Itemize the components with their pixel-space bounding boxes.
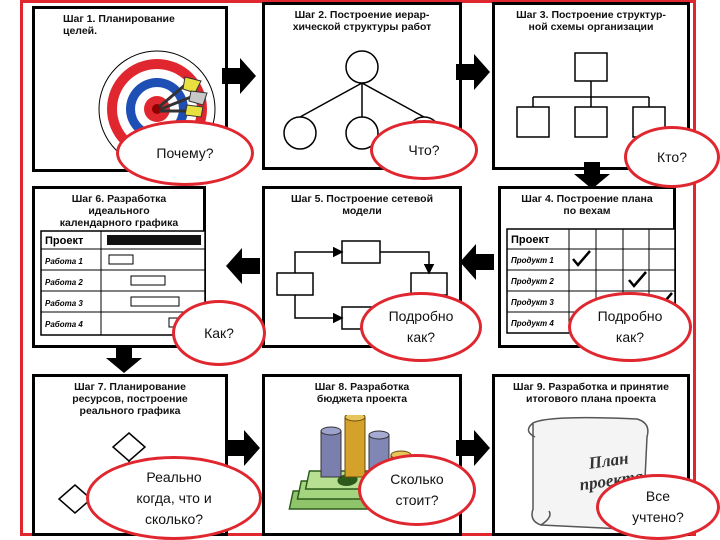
question-what: Что? (370, 120, 478, 180)
question-how: Как? (172, 300, 266, 366)
milestone-row-1: Продукт 1 (511, 256, 554, 265)
milestone-row-3: Продукт 3 (511, 298, 554, 307)
milestone-row-2: Продукт 2 (511, 277, 554, 286)
step-1-title: Шаг 1. Планирование целей. (63, 13, 175, 37)
arrow-right-icon (226, 430, 260, 466)
step-5-title: Шаг 5. Построение сетевой модели (290, 193, 434, 217)
question-cost: Сколько стоит? (358, 454, 476, 526)
step-6-title: Шаг 6. Разработка идеального календарног… (59, 193, 179, 229)
step-4-title: Шаг 4. Построение плана по вехам (521, 193, 653, 217)
question-how-detailed-1: Подробно как? (360, 292, 482, 362)
arrow-left-icon (226, 248, 260, 284)
arrow-right-icon (222, 58, 256, 94)
question-why: Почему? (116, 120, 254, 186)
step-9-title: Шаг 9. Разработка и принятие итогового п… (513, 381, 669, 405)
resource-network-diagram (57, 432, 147, 514)
gantt-bar-1 (108, 254, 134, 265)
milestone-row-4: Продукт 4 (511, 319, 554, 328)
darts-icon (158, 76, 208, 118)
gantt-bar-2 (130, 275, 166, 286)
gantt-bar-3 (130, 296, 180, 307)
step-3-panel: Шаг 3. Построение структур- ной схемы ор… (492, 2, 690, 170)
arrow-right-icon (456, 430, 490, 466)
gantt-row-1: Работа 1 (45, 257, 83, 266)
arrow-right-icon (456, 54, 490, 90)
checkmark-icon (572, 250, 591, 267)
question-all-covered: Все учтено? (596, 474, 720, 540)
arrow-down-icon (106, 346, 142, 373)
milestone-header: Проект (511, 234, 550, 246)
gantt-header: Проект (45, 235, 84, 247)
checkmark-icon (628, 271, 647, 288)
step-8-title: Шаг 8. Разработка бюджета проекта (314, 381, 410, 405)
gantt-bar-project (107, 235, 201, 245)
step-3-title: Шаг 3. Построение структур- ной схемы ор… (516, 9, 666, 33)
question-realistic: Реально когда, что и сколько? (86, 456, 262, 540)
gantt-row-2: Работа 2 (45, 278, 83, 287)
question-who: Кто? (624, 126, 720, 188)
arrow-left-icon (460, 244, 494, 280)
gantt-row-4: Работа 4 (45, 320, 83, 329)
question-how-detailed-2: Подробно как? (568, 292, 692, 362)
arrow-down-icon (574, 162, 610, 189)
step-2-title: Шаг 2. Построение иерар- хической структ… (292, 9, 432, 33)
step-7-title: Шаг 7. Планирование ресурсов, построение… (72, 381, 188, 417)
gantt-row-3: Работа 3 (45, 299, 83, 308)
org-chart-diagram (516, 52, 666, 138)
